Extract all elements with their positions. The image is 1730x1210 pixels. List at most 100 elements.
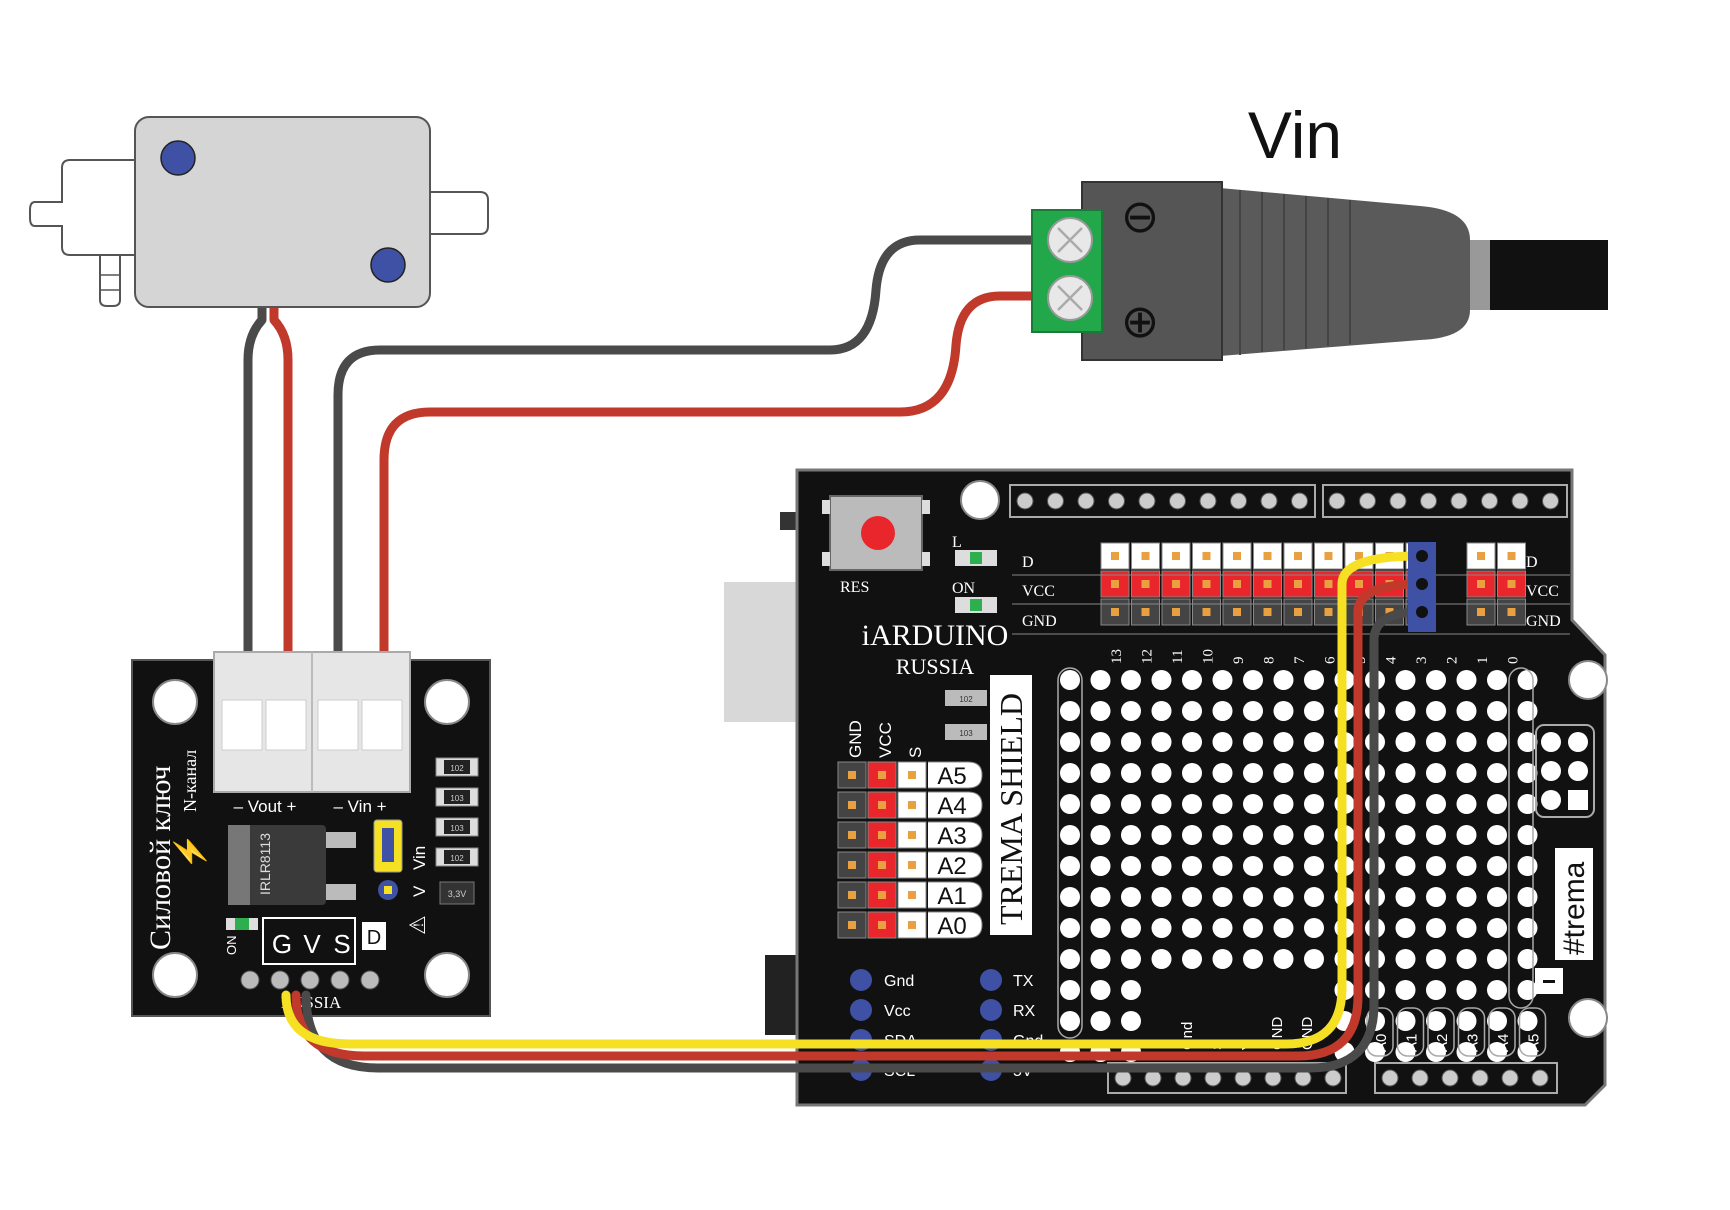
regulator-label: 3,3V — [448, 889, 467, 899]
bottom-analog-box — [1488, 1007, 1516, 1057]
proto-hole — [1273, 794, 1294, 814]
proto-hole — [1487, 763, 1507, 783]
minus-icon: ⊖ — [1121, 190, 1160, 242]
proto-hole — [1395, 670, 1416, 690]
header-hole — [1501, 1069, 1519, 1087]
proto-hole — [1426, 763, 1446, 783]
header-hole — [1108, 492, 1125, 510]
digital-pin-label: 11 — [1170, 650, 1186, 664]
proto-hole — [1243, 670, 1263, 690]
proto-hole — [1273, 949, 1294, 969]
proto-hole — [1304, 763, 1324, 783]
wires — [243, 235, 1055, 665]
proto-hole — [1395, 701, 1416, 721]
signal-yellow-wire — [281, 551, 1425, 1049]
proto-hole — [1426, 794, 1446, 814]
proto-hole — [1487, 794, 1507, 814]
proto-hole — [1273, 825, 1294, 845]
proto-hole — [1243, 732, 1263, 752]
proto-hole — [1243, 949, 1263, 969]
proto-hole — [1517, 980, 1538, 1000]
smd-code: 103 — [450, 794, 464, 803]
uart-pin — [980, 969, 1002, 991]
gvs-hole — [360, 970, 380, 990]
pin-pad — [1233, 608, 1241, 616]
proto-hole — [1273, 701, 1294, 721]
proto-hole — [1487, 856, 1507, 876]
proto-hole — [1487, 1011, 1507, 1031]
proto-hole — [1304, 670, 1324, 690]
vout-label: – Vout + — [234, 797, 297, 816]
proto-hole — [1151, 763, 1172, 783]
solenoid-valve-icon — [29, 159, 136, 256]
proto-hole — [1090, 794, 1111, 814]
proto-hole — [1304, 918, 1324, 938]
module-subtitle: N-канал — [180, 750, 200, 812]
proto-hole — [1121, 794, 1141, 814]
proto-hole — [1182, 701, 1202, 721]
pin-pad — [1141, 552, 1150, 560]
proto-hole — [1060, 763, 1080, 783]
proto-hole — [1121, 670, 1141, 690]
pin-pad — [908, 831, 916, 839]
valve-red-wire — [269, 295, 293, 665]
proto-hole — [1517, 825, 1538, 845]
header-hole — [1542, 492, 1559, 510]
trema-tag: #trema — [1558, 861, 1591, 955]
proto-hole — [1456, 1011, 1477, 1031]
proto-hole — [1304, 856, 1324, 876]
analog-label-tab — [928, 791, 983, 819]
trema-shield: RES L ON iARDUINO RUSSIA TREMA SHIELD 10… — [724, 468, 1608, 1107]
proto-hole — [1273, 887, 1294, 907]
proto-hole — [1456, 980, 1477, 1000]
analog-header-label: VCC — [876, 722, 895, 758]
proto-hole — [1151, 732, 1172, 752]
proto-hole — [1426, 701, 1446, 721]
smd-code: 102 — [450, 854, 464, 863]
pin-pad — [1172, 580, 1180, 588]
analog-pin-label: A2 — [937, 853, 966, 880]
header-hole — [1359, 492, 1376, 510]
proto-hole — [1487, 825, 1507, 845]
proto-hole — [1243, 763, 1263, 783]
proto-hole — [1456, 701, 1477, 721]
gvs-hole — [270, 970, 290, 990]
pin-pad — [1172, 608, 1180, 616]
digital-pin-label: 9 — [1231, 657, 1247, 665]
vin-black-wire — [333, 235, 1055, 665]
header-hole — [1047, 492, 1064, 510]
proto-hole — [1151, 949, 1172, 969]
digital-pin-label: 7 — [1292, 656, 1308, 664]
proto-hole — [1060, 701, 1080, 721]
proto-hole — [1243, 918, 1263, 938]
proto-hole — [1426, 670, 1446, 690]
proto-hole — [1517, 794, 1538, 814]
proto-hole — [1456, 794, 1477, 814]
pin-pad — [908, 921, 916, 929]
digital-pin-label: 13 — [1109, 649, 1125, 664]
pin-pad — [878, 801, 886, 809]
pin-pad — [908, 861, 916, 869]
pin-pad — [878, 771, 886, 779]
proto-hole — [1151, 670, 1172, 690]
pin-pad — [878, 921, 886, 929]
pin-pad — [1202, 552, 1211, 560]
proto-hole — [1456, 732, 1477, 752]
proto-hole — [1426, 887, 1446, 907]
header-hole — [1381, 1069, 1399, 1087]
power-key-module: – Vout + – Vin + Силовой ключ N-канал ⚡ … — [131, 651, 491, 1017]
proto-hole — [1243, 701, 1263, 721]
proto-hole — [1395, 918, 1416, 938]
proto-hole — [1151, 856, 1172, 876]
proto-hole — [1243, 887, 1263, 907]
smd-code: 102 — [450, 764, 464, 773]
proto-hole — [1212, 670, 1233, 690]
proto-hole — [1426, 856, 1446, 876]
proto-hole — [1212, 732, 1233, 752]
proto-hole — [1395, 763, 1416, 783]
proto-hole — [1456, 1042, 1477, 1062]
proto-hole — [1426, 1042, 1446, 1062]
proto-hole — [1487, 701, 1507, 721]
proto-rail — [1508, 667, 1534, 1009]
analog-label-tab — [928, 911, 983, 939]
